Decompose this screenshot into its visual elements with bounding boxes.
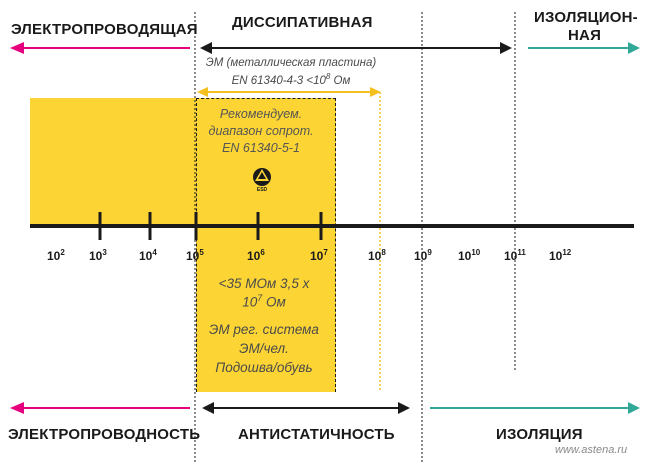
antistatic-arrow-left-head [202, 402, 214, 414]
dissipative-arrow-left-head [200, 42, 212, 54]
scale-label-2: 102 [47, 248, 65, 263]
recommended-line2: диапазон сопрот. [208, 124, 314, 138]
yellow-arrow-right-head [370, 87, 381, 97]
metal-plate-line2: EN 61340-4-3 <108 Ом [196, 72, 386, 87]
lower-box-line3: ЭМ рег. система [209, 322, 319, 337]
recommended-range-box [196, 98, 336, 392]
esd-label: ESD [256, 187, 268, 193]
magenta-arrow-bottom [10, 402, 24, 414]
conductive-zone-label: ЭЛЕКТРОПРОВОДЯЩАЯ [11, 21, 198, 38]
lower-box-power-exp: 7 [257, 293, 263, 303]
scale-label-5: 105 [186, 248, 204, 263]
scale-label-7: 107 [310, 248, 328, 263]
insulation-label: ИЗОЛЯЦИЯ [496, 426, 583, 443]
scale-label-3: 103 [89, 248, 107, 263]
recommended-line3: EN 61340-5-1 [222, 141, 300, 155]
metal-plate-limit: EN 61340-4-3 <10 [231, 74, 326, 87]
lower-box-line2: 107 Ом [196, 293, 332, 310]
insulating-zone-label-line2: НАЯ [568, 27, 602, 44]
teal-arrow-bottom [628, 402, 640, 414]
insulating-zone-label-line1: ИЗОЛЯЦИОН- [534, 9, 638, 26]
dissipative-arrow-right-head [500, 42, 512, 54]
antistatic-arrow-right-head [398, 402, 410, 414]
scale-label-4: 104 [139, 248, 157, 263]
conductivity-label: ЭЛЕКТРОПРОВОДНОСТЬ [8, 426, 201, 443]
esd-icon [253, 168, 271, 186]
antistatic-label: АНТИСТАТИЧНОСТЬ [238, 426, 395, 443]
scale-label-12: 1012 [549, 248, 572, 263]
scale-label-6: 106 [247, 248, 265, 263]
recommended-line1: Рекомендуем. [219, 107, 303, 121]
scale-label-11: 1011 [504, 248, 526, 263]
lower-box-line4: ЭМ/чел. [239, 341, 289, 356]
metal-plate-limit-exponent: 8 [325, 72, 331, 81]
scale-labels: 102 103 104 105 106 107 108 109 1010 101… [0, 248, 654, 268]
scale-label-8: 108 [368, 248, 386, 263]
metal-plate-line1: ЭМ (металлическая пластина) [205, 57, 377, 69]
lower-box-unit: Ом [262, 294, 286, 310]
lower-box-line1: <35 МОм 3,5 х [218, 276, 310, 291]
metal-plate-unit: Ом [330, 74, 351, 87]
magenta-arrow-top [10, 42, 24, 54]
yellow-arrow-left-head [197, 87, 208, 97]
conductive-yellow-band [30, 98, 196, 225]
lower-box-line5: Подошва/обувь [215, 360, 313, 375]
scale-label-9: 109 [414, 248, 432, 263]
watermark: www.astena.ru [555, 444, 628, 456]
teal-arrow-top [628, 42, 640, 54]
lower-box-power-base: 10 [242, 294, 258, 310]
scale-label-10: 1010 [458, 248, 481, 263]
dissipative-zone-label: ДИССИПАТИВНАЯ [232, 14, 373, 31]
